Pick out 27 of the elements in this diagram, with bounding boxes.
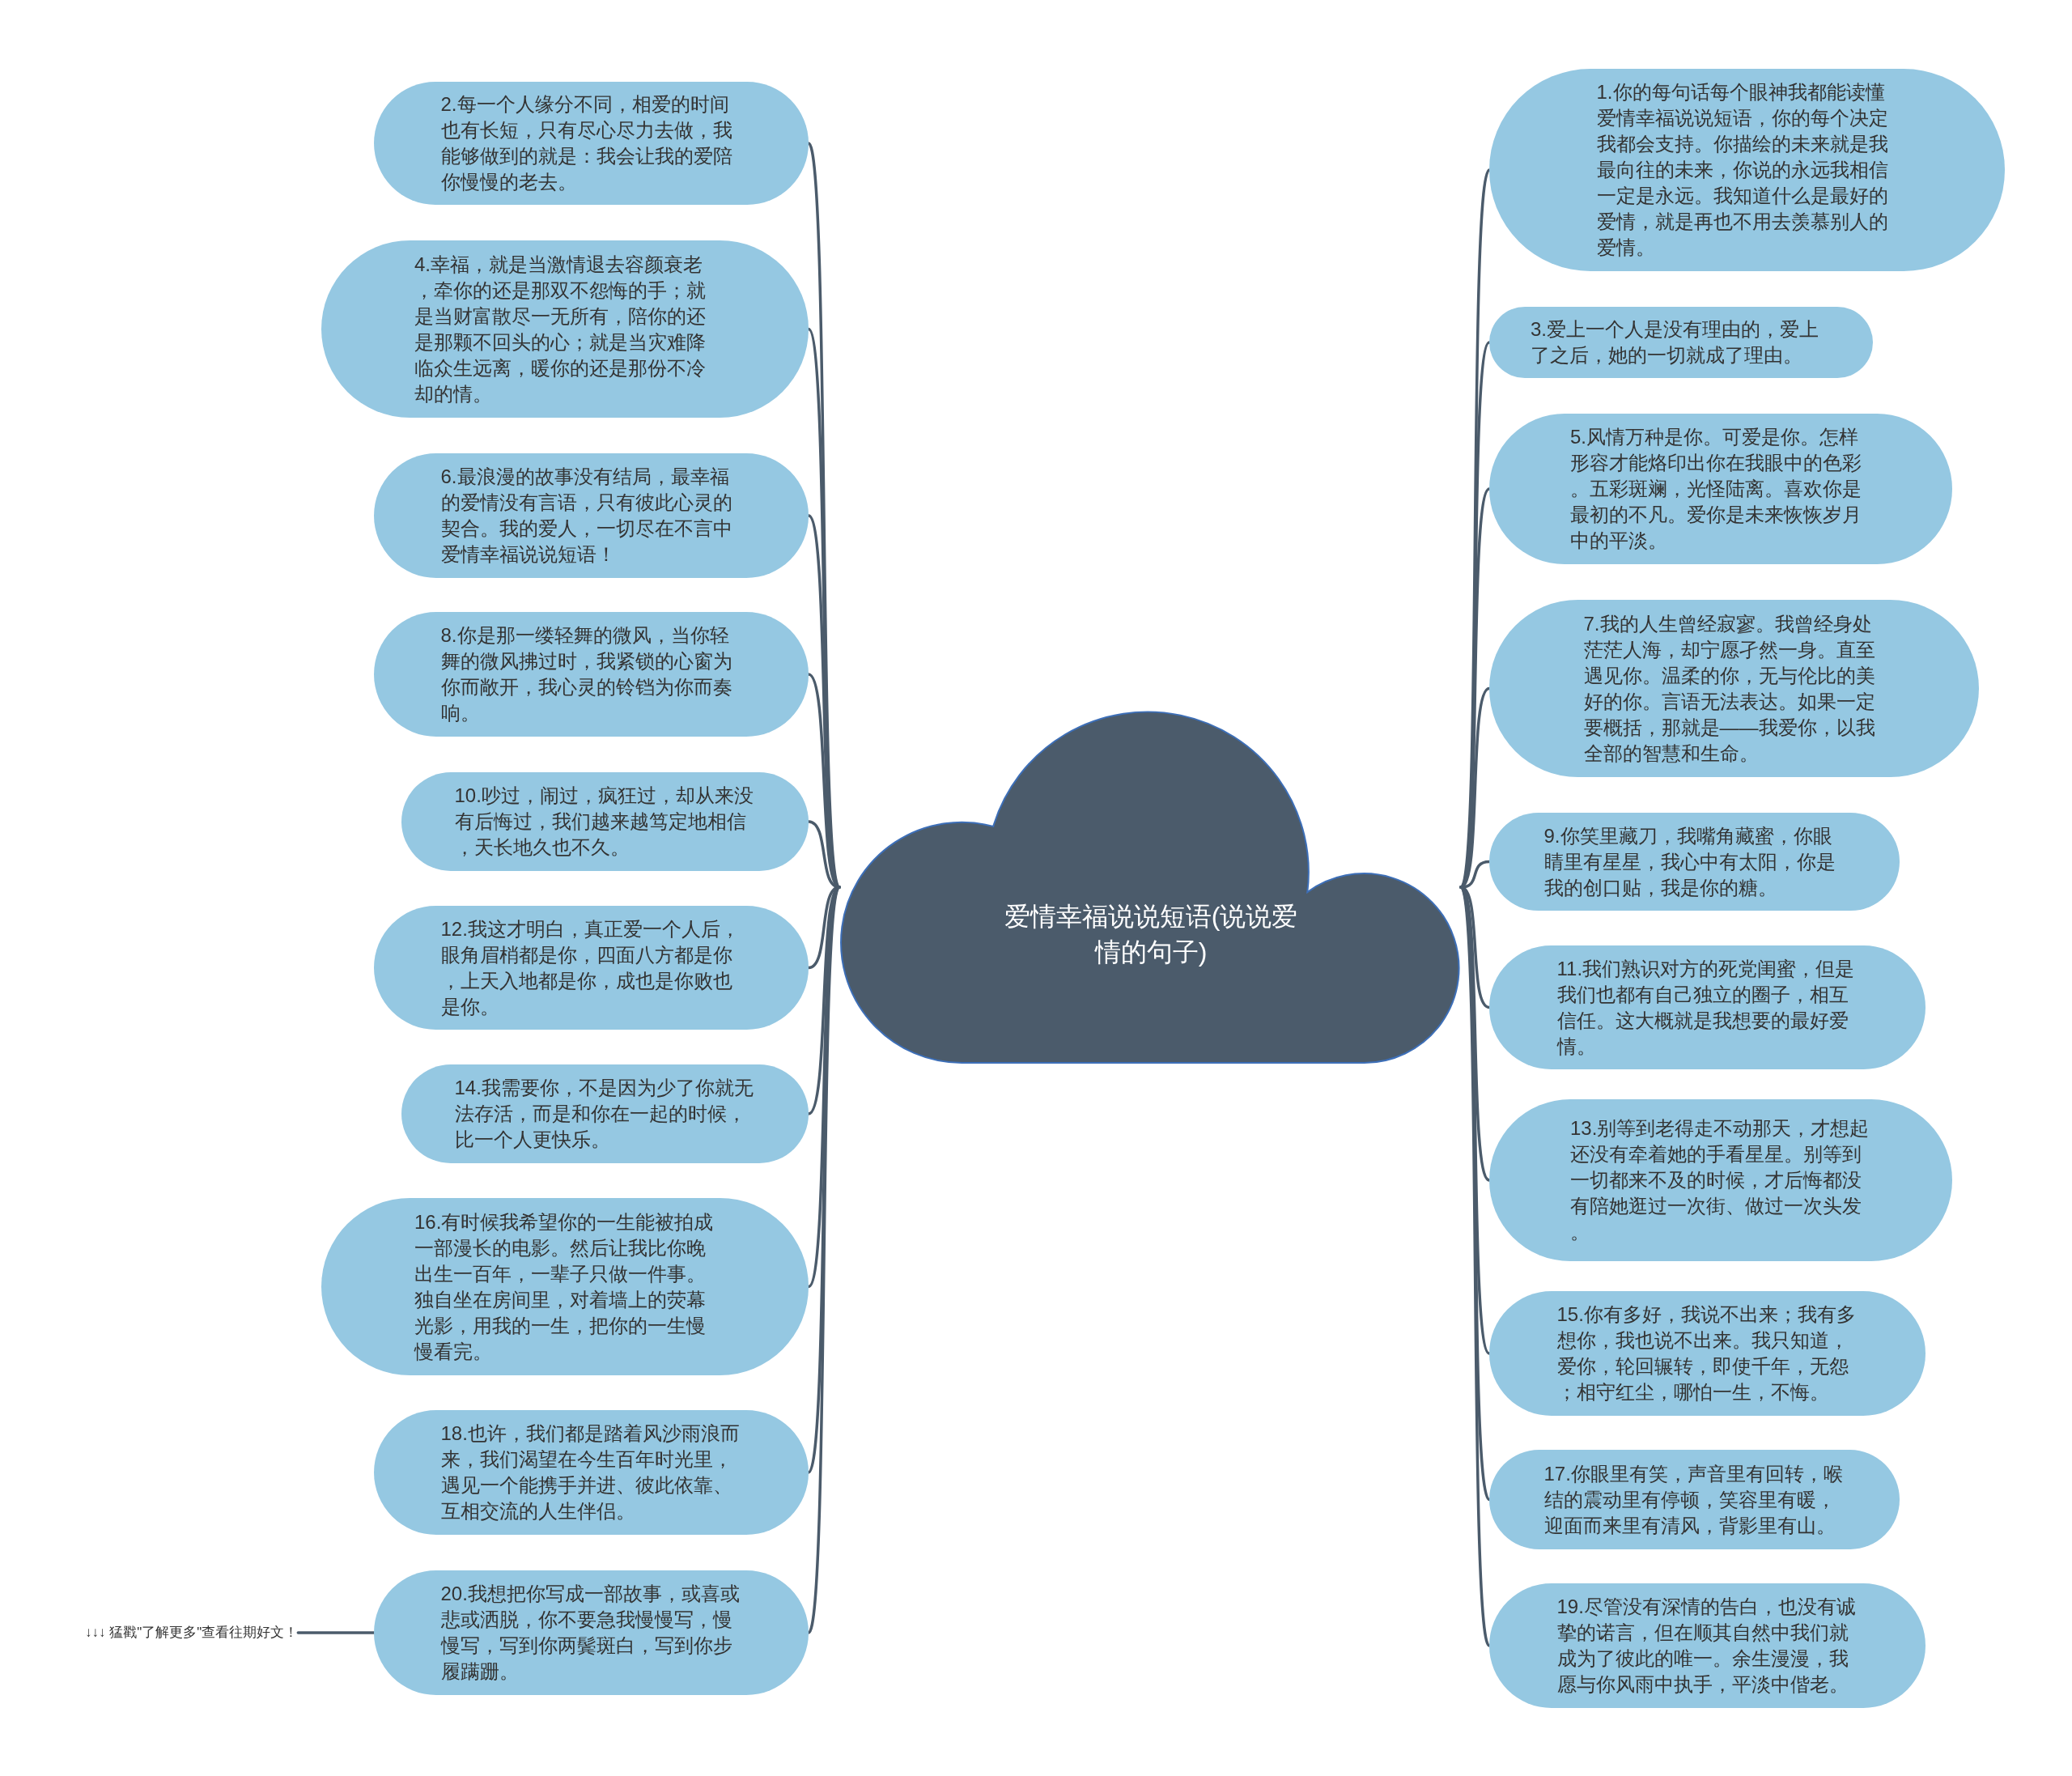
note-text: ↓↓↓ 猛戳"了解更多"查看往期好文！ bbox=[85, 1623, 299, 1642]
branch-line bbox=[807, 886, 841, 970]
branch-line bbox=[807, 886, 841, 1634]
subtopic-box: 15.你有多好，我说不出来；我有多想你，我也说不出来。我只知道，爱你，轮回辗转，即使千年，无怨；相守红尘，哪怕一生，不悔。 bbox=[1489, 1291, 1926, 1416]
subtopic-box: 5.风情万种是你。可爱是你。怎样形容才能烙印出你在我眼中的色彩。五彩斑斓，光怪陆离。喜欢你是最初的不凡。爱你是未来恢恢岁月中的平淡。 bbox=[1489, 414, 1952, 564]
subtopic-box: 17.你眼里有笑，声音里有回转，喉结的震动里有停顿，笑容里有暖，迎面而来里有清风，背影里有山。 bbox=[1489, 1450, 1900, 1549]
subtopic-box: 13.别等到老得走不动那天，才想起还没有牵着她的手看星星。别等到一切都来不及的时候，才后悔都没有陪她逛过一次街、做过一次头发。 bbox=[1489, 1099, 1952, 1261]
subtopic-box: 8.你是那一缕轻舞的微风，当你轻舞的微风拂过时，我紧锁的心窗为你而敞开，我心灵的铃铛为你而奏响。 bbox=[374, 612, 809, 737]
subtopic-box: 9.你笑里藏刀，我嘴角藏蜜，你眼睛里有星星，我心中有太阳，你是我的创口贴，我是你的糖。 bbox=[1489, 813, 1900, 911]
branch-line bbox=[1459, 886, 1491, 1647]
branch-line bbox=[1459, 886, 1491, 1009]
branch-line bbox=[296, 1631, 376, 1634]
subtopic-box: 10.吵过，闹过，疯狂过，却从来没有后悔过，我们越来越笃定地相信，天长地久也不久。 bbox=[401, 772, 809, 871]
subtopic-box: 19.尽管没有深情的告白，也没有诚挚的诺言，但在顺其自然中我们就成为了彼此的唯一。余生漫漫，我愿与你风雨中执手，平淡中偕老。 bbox=[1489, 1583, 1926, 1708]
subtopic-box: 18.也许，我们都是踏着风沙雨浪而来，我们渴望在今生百年时光里，遇见一个能携手并进、彼此依靠、互相交流的人生伴侣。 bbox=[374, 1410, 809, 1535]
subtopic-box: 14.我需要你，不是因为少了你就无法存活，而是和你在一起的时候，比一个人更快乐。 bbox=[401, 1064, 809, 1163]
subtopic-box: 11.我们熟识对方的死党闺蜜，但是我们也都有自己独立的圈子，相互信任。这大概就是我想要的最好爱情。 bbox=[1489, 945, 1926, 1069]
subtopic-box: 12.我这才明白，真正爱一个人后，眼角眉梢都是你，四面八方都是你，上天入地都是你，成也是你败也是你。 bbox=[374, 906, 809, 1030]
subtopic-box: 7.我的人生曾经寂寥。我曾经身处茫茫人海，却宁愿孑然一身。直至遇见你。温柔的你，无与伦比的美好的你。言语无法表达。如果一定要概括，那就是——我爱你，以我全部的智慧和生命。 bbox=[1489, 600, 1979, 777]
subtopic-box: 4.幸福，就是当激情退去容颜衰老，牵你的还是那双不怨悔的手；就是当财富散尽一无所有，陪你的还是那颗不回头的心；就是当灾难降临众生远离，暖你的还是那份不冷却的情。 bbox=[321, 240, 809, 418]
subtopic-box: 20.我想把你写成一部故事，或喜或悲或洒脱，你不要急我慢慢写，慢慢写，写到你两鬓斑白，写到你步履蹒跚。 bbox=[374, 1570, 809, 1695]
subtopic-box: 3.爱上一个人是没有理由的，爱上了之后，她的一切就成了理由。 bbox=[1489, 307, 1873, 378]
subtopic-box: 16.有时候我希望你的一生能被拍成一部漫长的电影。然后让我比你晚出生一百年，一辈子只做一件事。独自坐在房间里，对着墙上的荧幕光影，用我的一生，把你的一生慢慢看完。 bbox=[321, 1198, 809, 1375]
subtopic-box: 6.最浪漫的故事没有结局，最幸福的爱情没有言语，只有彼此心灵的契合。我的爱人，一切尽在不言中爱情幸福说说短语！ bbox=[374, 453, 809, 578]
central-topic-text: 爱情幸福说说短语(说说爱情的句子) bbox=[1003, 901, 1299, 968]
subtopic-box: 1.你的每句话每个眼神我都能读懂爱情幸福说说短语，你的每个决定我都会支持。你描绘的未来就是我最向往的未来，你说的永远我相信一定是永远。我知道什么是最好的爱情，就是再也不用去羡慕别人的爱情。 bbox=[1489, 69, 2005, 271]
subtopic-box: 2.每一个人缘分不同，相爱的时间也有长短，只有尽心尽力去做，我能够做到的就是：我会让我的爱陪你慢慢的老去。 bbox=[374, 82, 809, 205]
